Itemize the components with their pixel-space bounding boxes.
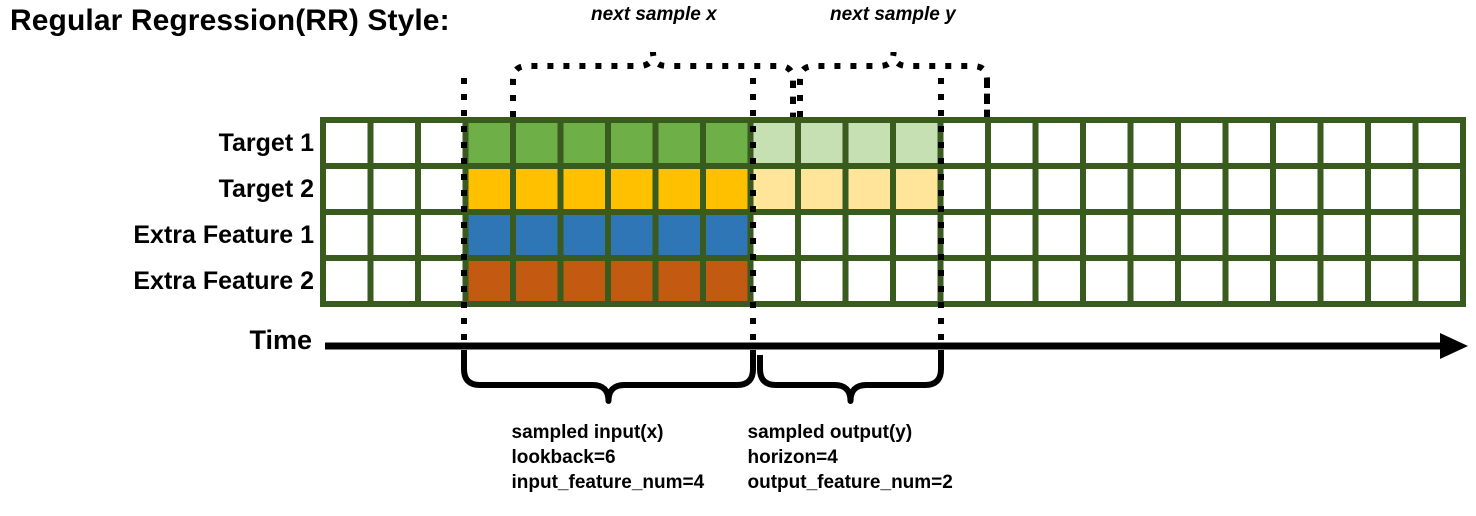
bottom-note-line: horizon=4 (747, 447, 838, 468)
bottom-note-sampled-input: sampled input(x) lookback=6 input_featur… (512, 420, 705, 495)
row-label-extra-feature-1: Extra Feature 1 (133, 221, 314, 249)
brace-layer (461, 51, 990, 404)
bottom-note-line: lookback=6 (511, 447, 616, 468)
time-axis-label: Time (249, 325, 312, 355)
page-title: Regular Regression(RR) Style: (10, 4, 450, 37)
bottom-note-line: sampled input(x) (511, 422, 664, 443)
row-label-target-2: Target 2 (218, 175, 314, 203)
top-brace-label-next-sample-x: next sample x (591, 4, 717, 25)
row-label-extra-feature-2: Extra Feature 2 (133, 267, 314, 295)
feature-grid (320, 117, 1466, 307)
top-brace-label-next-sample-y: next sample y (830, 4, 956, 25)
bottom-note-line: sampled output(y) (747, 422, 913, 443)
bottom-note-sampled-output: sampled output(y) horizon=4 output_featu… (748, 420, 953, 495)
bottom-note-line: output_feature_num=2 (747, 472, 953, 493)
row-label-target-1: Target 1 (218, 129, 314, 157)
bottom-note-line: input_feature_num=4 (511, 472, 705, 493)
time-axis (325, 333, 1468, 359)
